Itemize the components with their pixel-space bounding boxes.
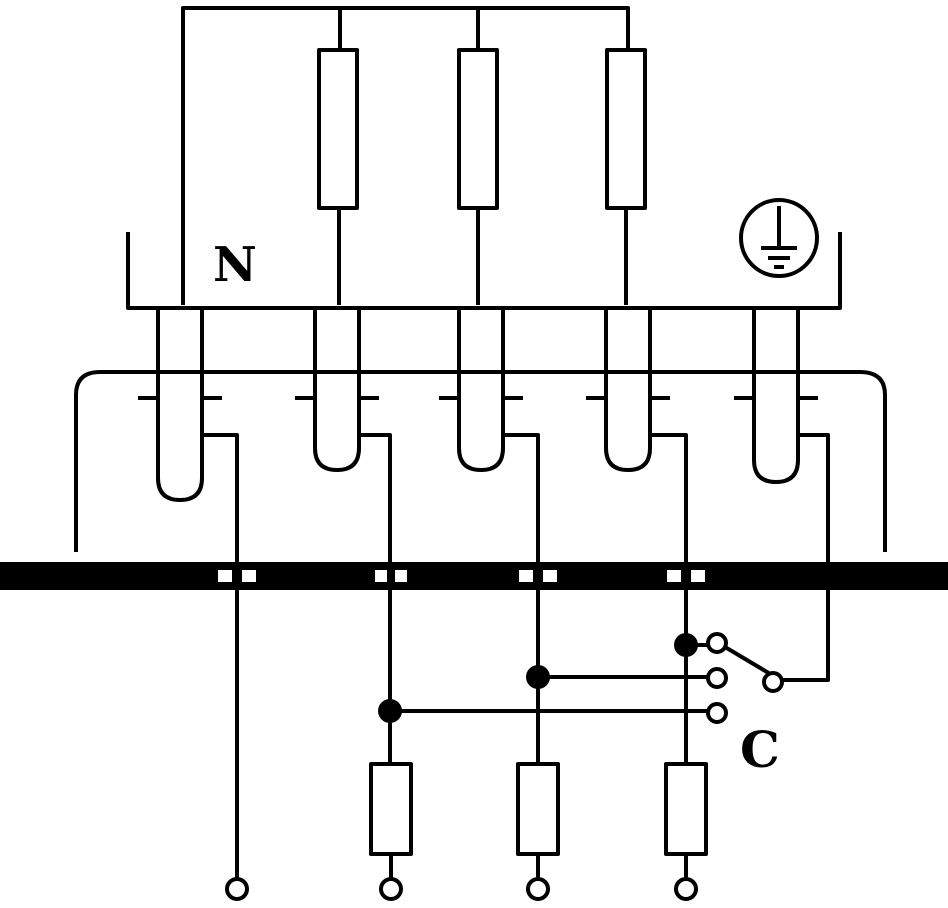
output-terminal-3[interactable] xyxy=(526,877,550,901)
fuse-1 xyxy=(369,762,413,856)
socket-strip-top xyxy=(126,232,842,310)
socket-output-wires xyxy=(202,433,830,882)
top-bus-wiring xyxy=(181,6,630,305)
switch-contact-2[interactable] xyxy=(706,667,728,689)
mounting-rail xyxy=(0,562,948,590)
top-resistor-1 xyxy=(317,48,359,210)
switch-contact-1[interactable] xyxy=(706,632,728,654)
resistor-to-socket-wires xyxy=(337,208,628,305)
socket-3 xyxy=(457,308,505,472)
fuse-3 xyxy=(664,762,708,856)
ground-icon xyxy=(739,198,819,278)
switch-pivot[interactable] xyxy=(762,671,784,693)
neutral-label: N xyxy=(213,237,257,293)
top-resistor-3 xyxy=(605,48,647,210)
switch-blade xyxy=(723,645,774,677)
switch-contact-3[interactable] xyxy=(706,702,728,724)
fuse-2 xyxy=(516,762,560,856)
junction-dot xyxy=(526,665,550,689)
fuse-output-wires xyxy=(389,854,688,878)
housing-outline xyxy=(74,370,887,552)
junction-dots xyxy=(378,633,698,723)
socket-5 xyxy=(752,308,800,484)
output-terminal-2[interactable] xyxy=(379,877,403,901)
socket-4 xyxy=(604,308,652,472)
socket-1 xyxy=(156,308,204,502)
switch-label: C xyxy=(740,720,780,779)
junction-dot xyxy=(674,633,698,657)
top-resistor-2 xyxy=(457,48,499,210)
junction-dot xyxy=(378,699,402,723)
rail-feedthroughs xyxy=(218,570,705,582)
output-terminal-4[interactable] xyxy=(674,877,698,901)
rail-through-wires xyxy=(235,562,688,590)
socket-2 xyxy=(313,308,361,472)
output-terminal-1[interactable] xyxy=(225,877,249,901)
